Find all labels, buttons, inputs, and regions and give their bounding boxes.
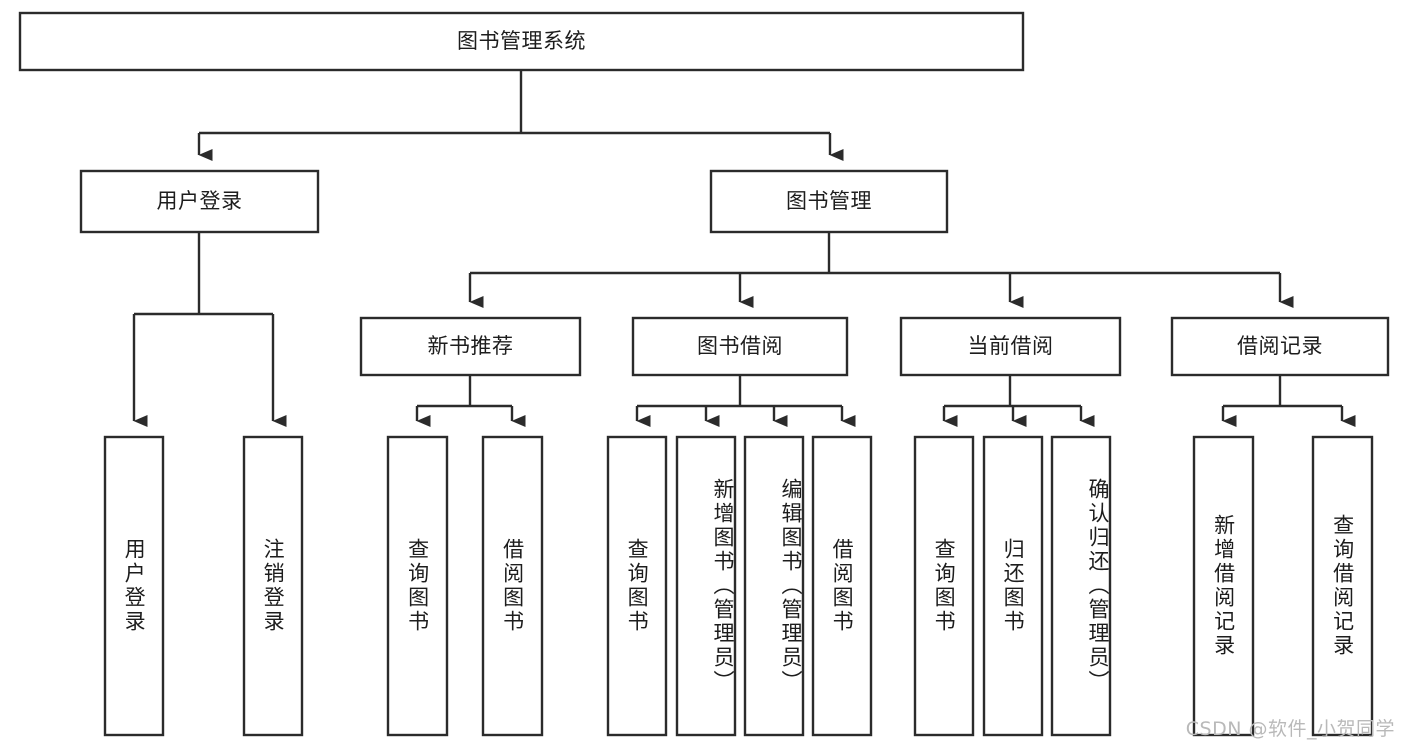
node-box-leaf-confirm-return[interactable] <box>1050 435 1112 737</box>
node-box-leaf-return-book[interactable] <box>982 435 1044 737</box>
node-box-leaf-borrow-book-2[interactable] <box>811 435 873 737</box>
node-box-leaf-add-book[interactable] <box>675 435 737 737</box>
connector-new-book-recommend-to-leaves <box>415 375 526 427</box>
connector-current-borrow-to-leaves <box>942 375 1095 427</box>
node-box-current-borrow[interactable] <box>899 316 1122 377</box>
node-box-user-login[interactable] <box>79 169 320 234</box>
node-box-leaf-borrow-book-1[interactable] <box>481 435 544 737</box>
node-box-leaf-user-login[interactable] <box>103 435 165 737</box>
connector-root-to-level2 <box>197 70 844 161</box>
node-box-leaf-logout-login[interactable] <box>242 435 304 737</box>
node-box-root[interactable] <box>18 11 1025 72</box>
watermark-text: CSDN @软件_小贺同学 <box>1185 718 1395 740</box>
node-box-book-borrow[interactable] <box>631 316 849 377</box>
node-box-leaf-query-book-1[interactable] <box>386 435 449 737</box>
node-box-book-management[interactable] <box>709 169 949 234</box>
node-box-leaf-query-book-2[interactable] <box>606 435 668 737</box>
connector-user-login-to-leaves <box>132 232 287 427</box>
node-box-leaf-edit-book[interactable] <box>743 435 805 737</box>
connector-book-borrow-to-leaves <box>635 375 856 427</box>
connector-borrow-record-to-leaves <box>1221 375 1356 427</box>
node-box-leaf-query-book-3[interactable] <box>913 435 975 737</box>
connector-book-management-to-level3 <box>468 232 1294 308</box>
node-box-leaf-query-record[interactable] <box>1311 435 1374 737</box>
node-box-leaf-add-record[interactable] <box>1192 435 1255 737</box>
node-box-new-book-recommend[interactable] <box>359 316 582 377</box>
node-box-borrow-record[interactable] <box>1170 316 1390 377</box>
